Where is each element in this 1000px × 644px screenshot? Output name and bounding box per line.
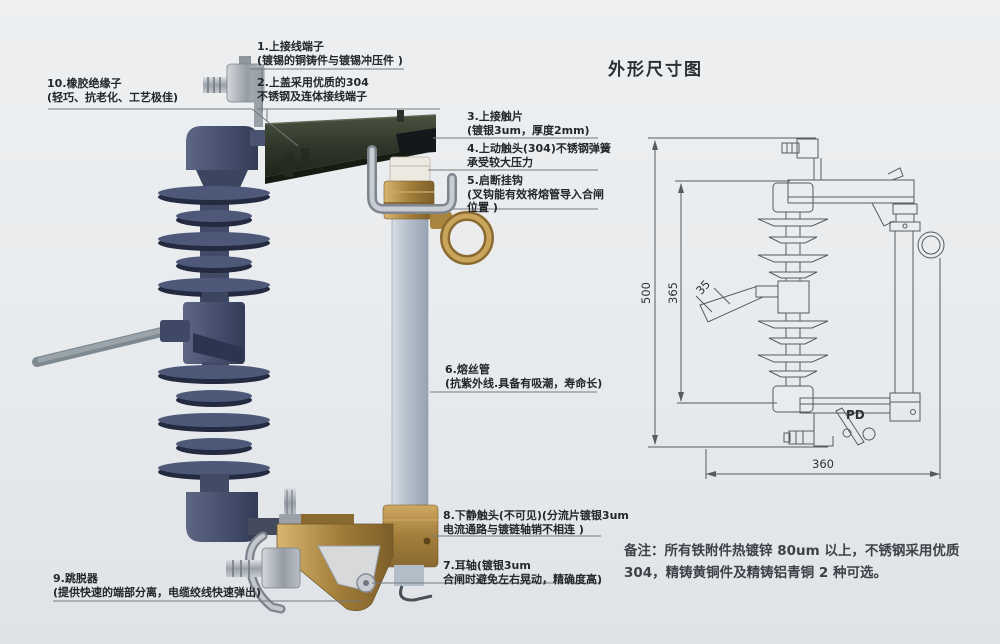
callout-line: 9.跳脱器	[53, 572, 98, 585]
leader-lines	[48, 68, 601, 602]
callout-line: 6.熔丝管	[445, 363, 490, 376]
callout-line: 合闸时避免左右晃动，精确度高)	[443, 572, 603, 586]
drawing-insulator	[699, 182, 829, 413]
pull-ring	[440, 211, 494, 265]
callout-9-trip-lever: 9.跳脱器 (提供快速的端部分离，电缆绞线快速弹出)	[53, 572, 261, 599]
callout-1-upper-terminal: 1.上接线端子 (镀锡的铜铸件与镀锡冲压件 )	[257, 40, 403, 67]
callout-line: 3.上接触片	[467, 110, 523, 123]
callout-5-drop-hook: 5.启断挂钩 (叉钩能有效将熔管导入合闸 位置 )	[467, 174, 604, 215]
page-title: 外形尺寸图	[608, 60, 703, 80]
callout-line: (抗紫外线.具备有吸潮，寿命长)	[445, 376, 603, 390]
callout-line: 位置 )	[467, 201, 498, 214]
outline-drawing: 500 365 35 360 PD	[639, 137, 945, 479]
callout-line: (镀锡的铜铸件与镀锡冲压件 )	[257, 53, 403, 67]
drop-hook	[367, 145, 457, 214]
top-cover-bracket	[264, 110, 437, 184]
dim-360: 360	[812, 457, 834, 471]
callout-line: 5.启断挂钩	[467, 174, 523, 187]
product-photo	[32, 56, 494, 614]
remark-note: 备注：所有铁附件热镀锌 80um 以上，不锈钢采用优质 304，精铸黄铜件及精铸…	[624, 540, 974, 584]
callout-7-trunnion: 7.耳轴(镀银3um 合闸时避免左右晃动，精确度高)	[443, 559, 602, 586]
pd-label: PD	[846, 408, 865, 422]
callout-line: 10.橡胶绝缘子	[47, 77, 122, 90]
lead-wire	[32, 325, 175, 367]
callout-line: 1.上接线端子	[257, 40, 324, 53]
drawing-top-assembly	[781, 138, 915, 227]
callout-line: 7.耳轴(镀银3um	[443, 559, 531, 572]
callout-line: 8.下静触头(不可见)(分流片镀银3um	[443, 509, 629, 522]
callout-4-upper-moving-contact: 4.上动触头(304)不锈钢弹簧 承受较大压力	[467, 142, 611, 169]
dim-365: 365	[666, 282, 680, 304]
callout-6-fuse-tube: 6.熔丝管 (抗紫外线.具备有吸潮，寿命长)	[445, 363, 602, 390]
drawing-bottom-assembly	[783, 397, 891, 447]
callout-3-upper-contact-blade: 3.上接触片 (镀银3um，厚度2mm)	[467, 110, 590, 137]
callout-2-top-cover: 2.上盖采用优质的304 不锈钢及连体接线端子	[257, 76, 369, 103]
callout-line: (叉钩能有效将熔管导入合闸	[467, 187, 605, 201]
callout-line: 不锈钢及连体接线端子	[257, 89, 367, 103]
callout-line: 电流通路与镀链轴销不相连 )	[443, 522, 584, 536]
lower-terminal	[226, 547, 301, 589]
upper-moving-contact	[389, 156, 431, 184]
dim-500: 500	[639, 282, 653, 304]
callout-line: (轻巧、抗老化、工艺极佳)	[47, 90, 179, 104]
remark-line: 304，精铸黄铜件及精铸铝青铜 2 种可选。	[624, 565, 887, 581]
callout-line: 4.上动触头(304)不锈钢弹簧	[467, 142, 611, 155]
upper-contact-blade	[396, 128, 436, 154]
callout-line: (提供快速的端部分离，电缆绞线快速弹出)	[53, 585, 262, 599]
callout-line: (镀银3um，厚度2mm)	[467, 123, 590, 137]
lower-assembly	[226, 488, 394, 614]
dim-35: 35	[693, 277, 713, 297]
callout-10-rubber-insulator: 10.橡胶绝缘子 (轻巧、抗老化、工艺极佳)	[47, 77, 178, 104]
lower-contact-sleeve	[382, 504, 439, 602]
callout-line: 承受较大压力	[467, 155, 533, 169]
drawing-fuse-tube	[889, 203, 945, 422]
dimension-lines	[648, 137, 941, 479]
callout-line: 2.上盖采用优质的304	[257, 76, 369, 89]
callout-8-lower-static-contact: 8.下静触头(不可见)(分流片镀银3um 电流通路与镀链轴销不相连 )	[443, 509, 629, 536]
fuse-tube	[367, 145, 494, 602]
trunnion	[317, 545, 381, 593]
remark-line: 备注：所有铁附件热镀锌 80um 以上，不锈钢采用优质	[624, 543, 960, 559]
polymer-insulator	[158, 126, 332, 542]
upper-terminal	[203, 56, 265, 127]
